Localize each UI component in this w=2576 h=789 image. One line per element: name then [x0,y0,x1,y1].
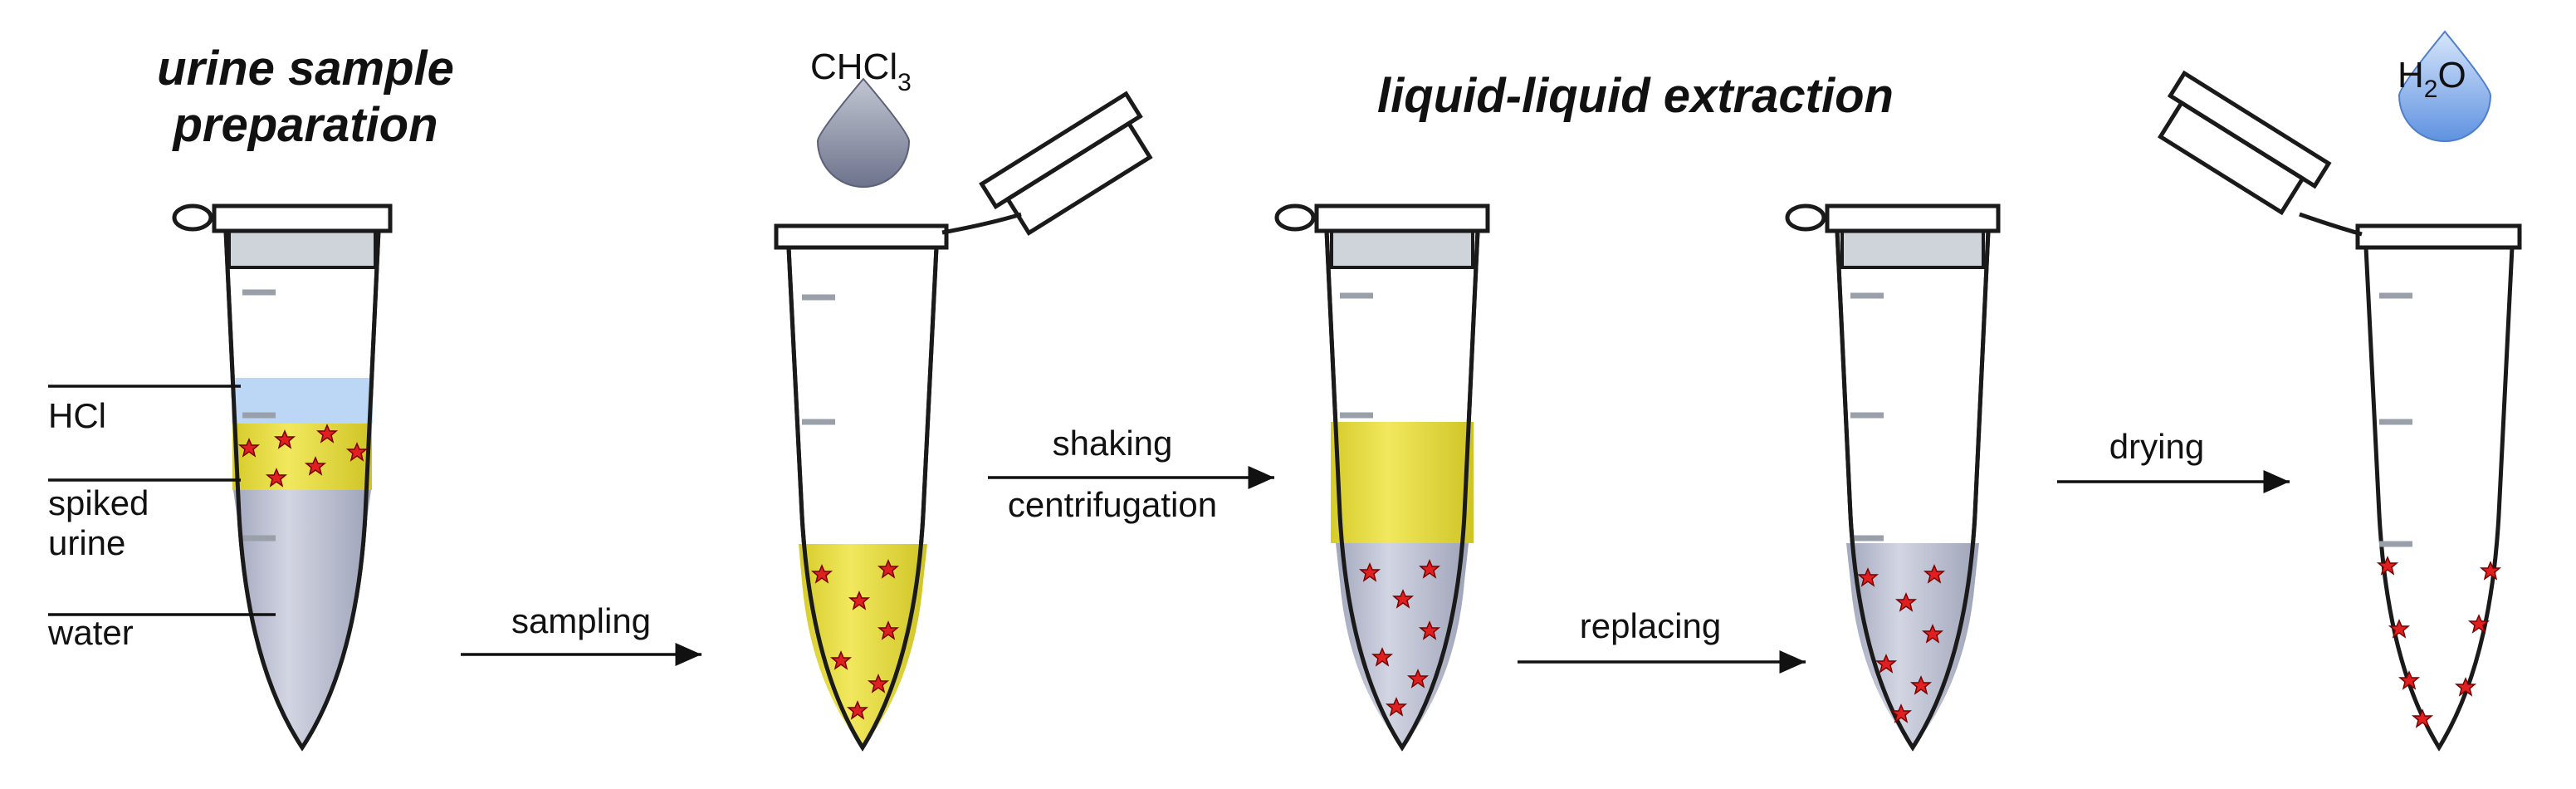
aqueous-layer [1846,543,1979,747]
upper-yellow-layer [1331,422,1474,543]
h2o-drop-icon [2398,30,2492,142]
analyte-stars-tube1 [237,424,369,488]
title-prep-line1: urine sample [157,42,454,96]
title-lle: liquid-liquid extraction [1377,69,1894,123]
label-chcl3: CHCl3 [810,47,912,96]
tube-3-closed [1274,203,1490,752]
label-urine: urine [48,523,125,562]
label-replacing: replacing [1580,606,1721,645]
tube-2-open [774,91,1153,752]
label-shaking: shaking [1053,424,1173,463]
label-h2o: H2O [2398,55,2466,103]
tube-4-closed [1785,203,2001,752]
tube-1-closed [172,203,393,752]
analyte-stars-tube5 [2376,556,2502,728]
chcl3-drop-icon [816,77,911,188]
spiked-urine-layer [232,424,372,490]
analyte-stars-tube4 [1856,564,1946,723]
analyte-stars-tube2 [810,559,900,720]
water-layer [233,490,371,747]
analyte-stars-tube3 [1358,559,1441,717]
label-sampling: sampling [511,601,651,640]
label-drying: drying [2109,427,2204,466]
label-centrifugation: centrifugation [1008,485,1217,524]
lower-aqueous-layer [1336,543,1469,747]
tube-5-open [2157,70,2522,752]
label-spiked: spiked [48,483,149,522]
title-prep-line2: preparation [171,98,437,152]
label-hcl: HCl [48,396,106,435]
label-water: water [47,613,134,652]
chcl3-yellow-layer [799,544,927,747]
